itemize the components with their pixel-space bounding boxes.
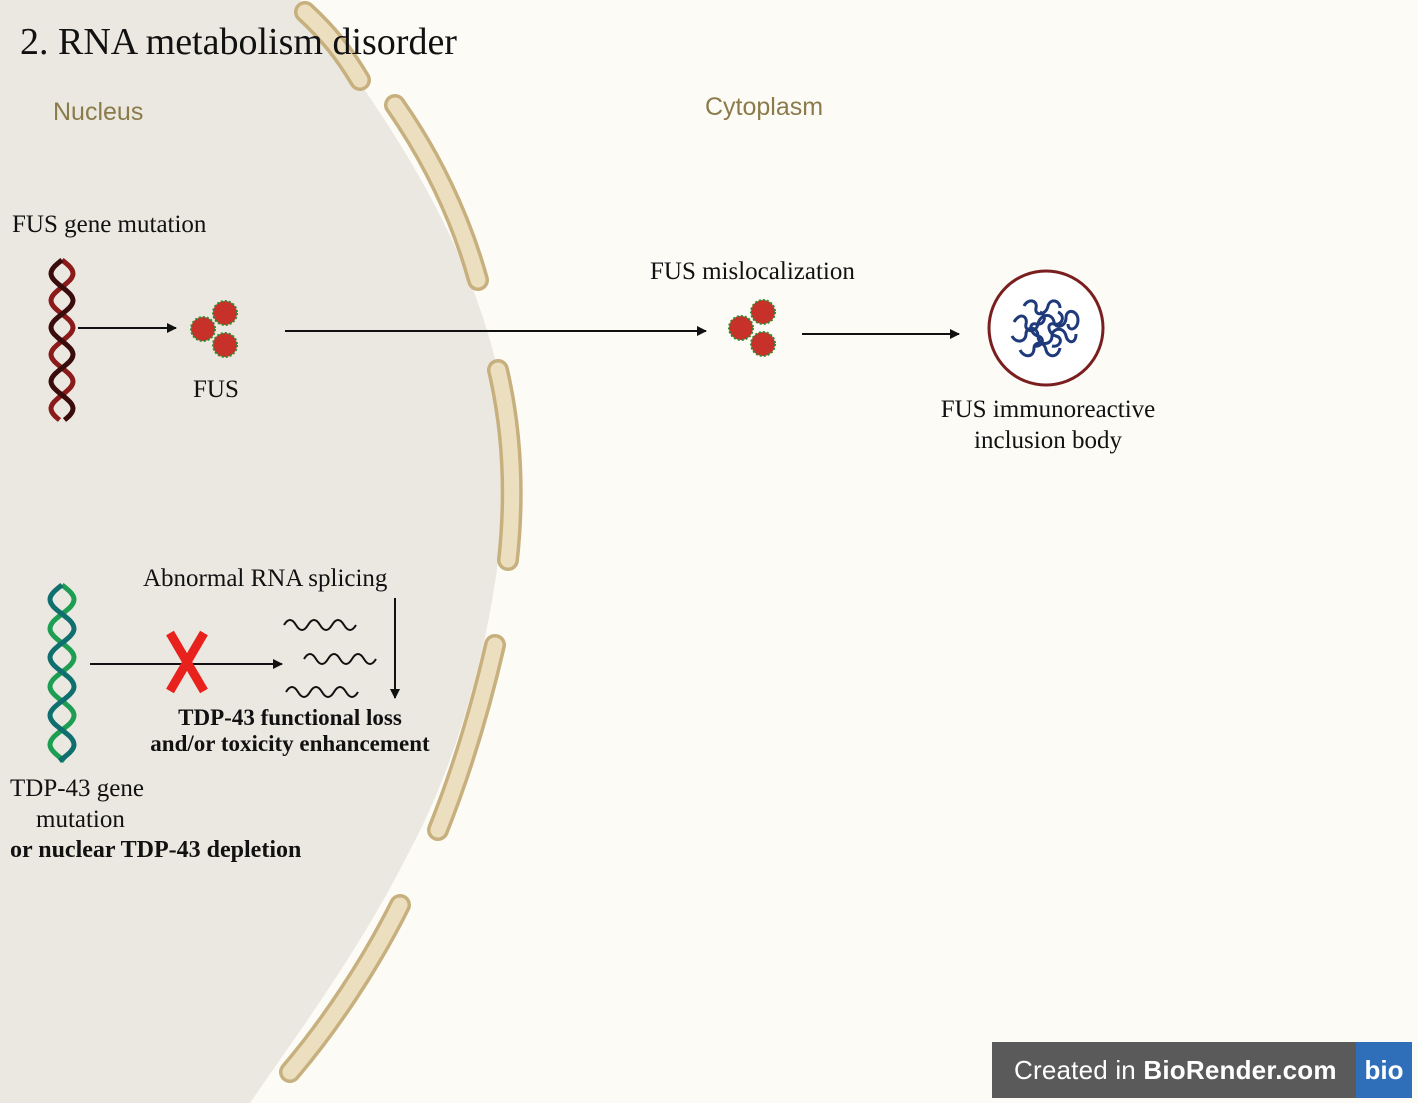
rna-strand: [285, 686, 359, 698]
nucleus-label: Nucleus: [53, 98, 144, 126]
tdp43-dna-strand: [47, 583, 77, 763]
biorender-watermark: Created in BioRender.com bio: [992, 1042, 1412, 1098]
blocked-x-stroke: [166, 630, 208, 694]
biorender-brand: BioRender.com: [1143, 1054, 1337, 1085]
fus-label: FUS: [193, 376, 239, 403]
rna-strands-icon: [283, 619, 377, 698]
inclusion-body-membrane: [987, 269, 1105, 387]
biorender-logo: bio: [1356, 1042, 1412, 1098]
fus-gene-mutation-label: FUS gene mutation: [12, 211, 207, 238]
fus-protein-icon: [190, 300, 238, 358]
blocked-x-icon: [166, 630, 208, 694]
nucleus-region: [0, 0, 506, 1103]
fus-mislocalization-label: FUS mislocalization: [650, 258, 855, 285]
nuclear-envelope: [279, 1, 523, 1083]
tdp43-outcome-line2: and/or toxicity enhancement: [150, 731, 430, 756]
abnormal-splicing-label: Abnormal RNA splicing: [143, 565, 388, 592]
inclusion-body-label-line2: inclusion body: [974, 427, 1122, 454]
fus-protein-subunit: [190, 316, 216, 342]
tdp43-outcome-line1: TDP-43 functional loss: [178, 705, 402, 730]
nuclear-envelope-segment-fill: [387, 97, 486, 288]
fus-dna-strand: [48, 258, 76, 422]
nuclear-envelope-segment-fill: [430, 637, 503, 838]
fus-protein-subunit: [750, 331, 776, 357]
fus-mislocalized-protein-icon: [728, 299, 776, 357]
nuclear-envelope-segment-fill: [490, 362, 520, 568]
cytoplasm-label: Cytoplasm: [705, 93, 824, 121]
fus-protein-subunit: [212, 332, 238, 358]
nuclear-envelope-segment-fill: [297, 4, 368, 88]
fus-protein-subunit: [212, 300, 238, 326]
fus-dna-helix-icon: [48, 258, 76, 422]
tdp43-mutation-label: TDP-43 gene mutation or nuclear TDP-43 d…: [10, 773, 301, 866]
inclusion-body-label-line1: FUS immunoreactive: [940, 396, 1156, 423]
tdp43-mutation-line3: or nuclear TDP-43 depletion: [10, 837, 302, 863]
fus-protein-subunit: [750, 299, 776, 325]
rna-strand: [303, 653, 377, 665]
diagram-title: 2. RNA metabolism disorder: [20, 21, 457, 63]
inclusion-body-label: FUS immunoreactive inclusion body: [918, 394, 1178, 456]
nuclear-envelope-segment-fill: [282, 897, 408, 1080]
tdp43-mutation-line2: mutation: [36, 806, 125, 833]
inclusion-body-icon: [987, 269, 1105, 387]
tdp43-dna-helix-icon: [47, 583, 77, 763]
tdp43-mutation-line1: TDP-43 gene: [10, 775, 144, 802]
rna-strand: [283, 619, 357, 631]
tdp43-outcome-label: TDP-43 functional loss and/or toxicity e…: [110, 705, 470, 757]
fus-protein-subunit: [728, 315, 754, 341]
biorender-prefix: Created in: [1014, 1054, 1144, 1085]
biorender-text: Created in BioRender.com: [992, 1055, 1356, 1086]
inclusion-body-aggregate: [1010, 299, 1080, 358]
